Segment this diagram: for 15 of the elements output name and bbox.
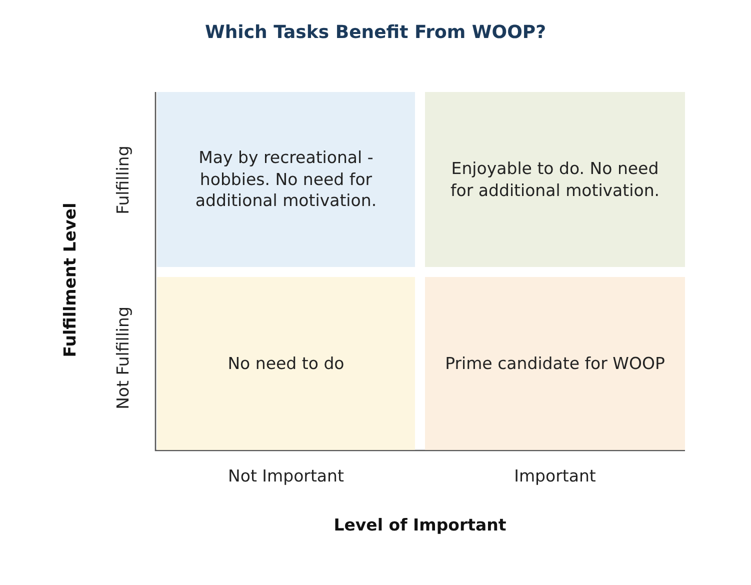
quadrant-text: No need to do (228, 352, 344, 374)
quadrant-text: Enjoyable to do. No need for additional motivation. (449, 158, 661, 201)
axis-label: Important (514, 466, 596, 486)
quadrant-panel (425, 277, 685, 450)
axis-label: Not Important (228, 466, 344, 486)
quadrant-text: May by recreational - hobbies. No need for additional motivation. (194, 147, 378, 212)
quadrant-panel (425, 92, 685, 267)
quadrant-panel (157, 277, 415, 450)
axis-label: Fulfilling (114, 146, 132, 214)
quadrant-text: Prime candidate for WOOP (445, 352, 665, 374)
axis-title: Level of Important (334, 516, 506, 534)
chart-title: Which Tasks Benefit From WOOP? (204, 22, 548, 43)
axis-label: Not Fulfilling (114, 306, 132, 410)
quadrant-panel (157, 92, 415, 267)
axis-title: Fulfillment Level (60, 202, 80, 358)
